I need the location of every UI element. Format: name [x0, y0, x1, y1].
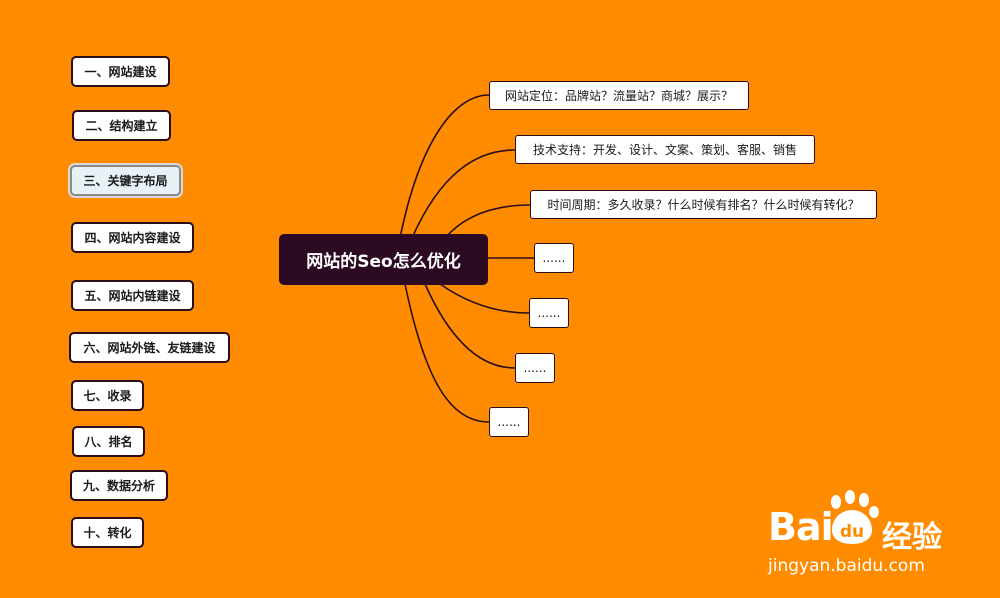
- outline-item-label: 九、数据分析: [82, 479, 155, 493]
- connector-line-7: [404, 283, 490, 423]
- connector-line-5: [439, 283, 530, 314]
- branch-node-ellipsis-2[interactable]: ......: [529, 298, 569, 328]
- outline-item-10[interactable]: 十、转化: [71, 517, 144, 548]
- outline-item-5[interactable]: 五、网站内链建设: [71, 280, 194, 311]
- watermark-brand-text: Bai: [768, 505, 834, 549]
- outline-item-6[interactable]: 六、网站外链、友链建设: [69, 332, 230, 363]
- watermark-product-text: 经验: [882, 520, 942, 555]
- branch-label: ......: [537, 306, 561, 320]
- branch-node-ellipsis-3[interactable]: ......: [515, 353, 555, 383]
- branch-node-ellipsis-1[interactable]: ......: [534, 243, 574, 273]
- outline-item-8[interactable]: 八、排名: [72, 426, 145, 457]
- outline-item-label: 二、结构建立: [85, 119, 158, 133]
- outline-item-4[interactable]: 四、网站内容建设: [71, 222, 194, 253]
- central-topic[interactable]: 网站的Seo怎么优化: [279, 234, 488, 285]
- branch-label: ......: [523, 361, 547, 375]
- outline-item-2[interactable]: 二、结构建立: [72, 110, 171, 141]
- branch-node-time-cycle[interactable]: 时间周期：多久收录？什么时候有排名？什么时候有转化？: [530, 190, 877, 219]
- connector-line-2: [411, 149, 516, 239]
- branch-node-ellipsis-4[interactable]: ......: [489, 407, 529, 437]
- branch-label: 时间周期：多久收录？什么时候有排名？什么时候有转化？: [547, 198, 860, 212]
- outline-item-label: 六、网站外链、友链建设: [83, 341, 216, 355]
- outline-item-label: 一、网站建设: [84, 65, 157, 79]
- outline-item-label: 七、收录: [83, 389, 132, 403]
- outline-item-label: 五、网站内链建设: [84, 289, 181, 303]
- paw-icon: du: [831, 490, 879, 544]
- connector-line-6: [424, 283, 516, 369]
- branch-node-tech-support[interactable]: 技术支持：开发、设计、文案、策划、客服、销售: [515, 135, 815, 164]
- connector-line-3: [444, 204, 531, 239]
- branch-label: ......: [497, 415, 521, 429]
- outline-item-1[interactable]: 一、网站建设: [71, 56, 170, 87]
- connector-line-1: [399, 94, 490, 239]
- outline-item-label: 四、网站内容建设: [84, 231, 181, 245]
- outline-item-label: 三、关键字布局: [83, 174, 168, 188]
- watermark-url-text: jingyan.baidu.com: [768, 556, 925, 576]
- central-topic-label: 网站的Seo怎么优化: [306, 252, 461, 272]
- watermark-brand-suffix: du: [840, 522, 864, 542]
- outline-item-9[interactable]: 九、数据分析: [70, 470, 168, 501]
- outline-item-label: 八、排名: [84, 435, 133, 449]
- branch-label: ......: [542, 251, 566, 265]
- watermark-product: 经验: [882, 512, 942, 556]
- outline-item-label: 十、转化: [83, 526, 132, 540]
- outline-item-7[interactable]: 七、收录: [71, 380, 144, 411]
- outline-item-3[interactable]: 三、关键字布局: [70, 165, 181, 196]
- watermark-url: jingyan.baidu.com: [768, 556, 925, 576]
- branch-label: 网站定位：品牌站？流量站？商城？展示？: [504, 89, 733, 103]
- branch-node-positioning[interactable]: 网站定位：品牌站？流量站？商城？展示？: [489, 81, 749, 110]
- watermark-brand: Bai: [768, 505, 834, 549]
- branch-label: 技术支持：开发、设计、文案、策划、客服、销售: [532, 143, 797, 157]
